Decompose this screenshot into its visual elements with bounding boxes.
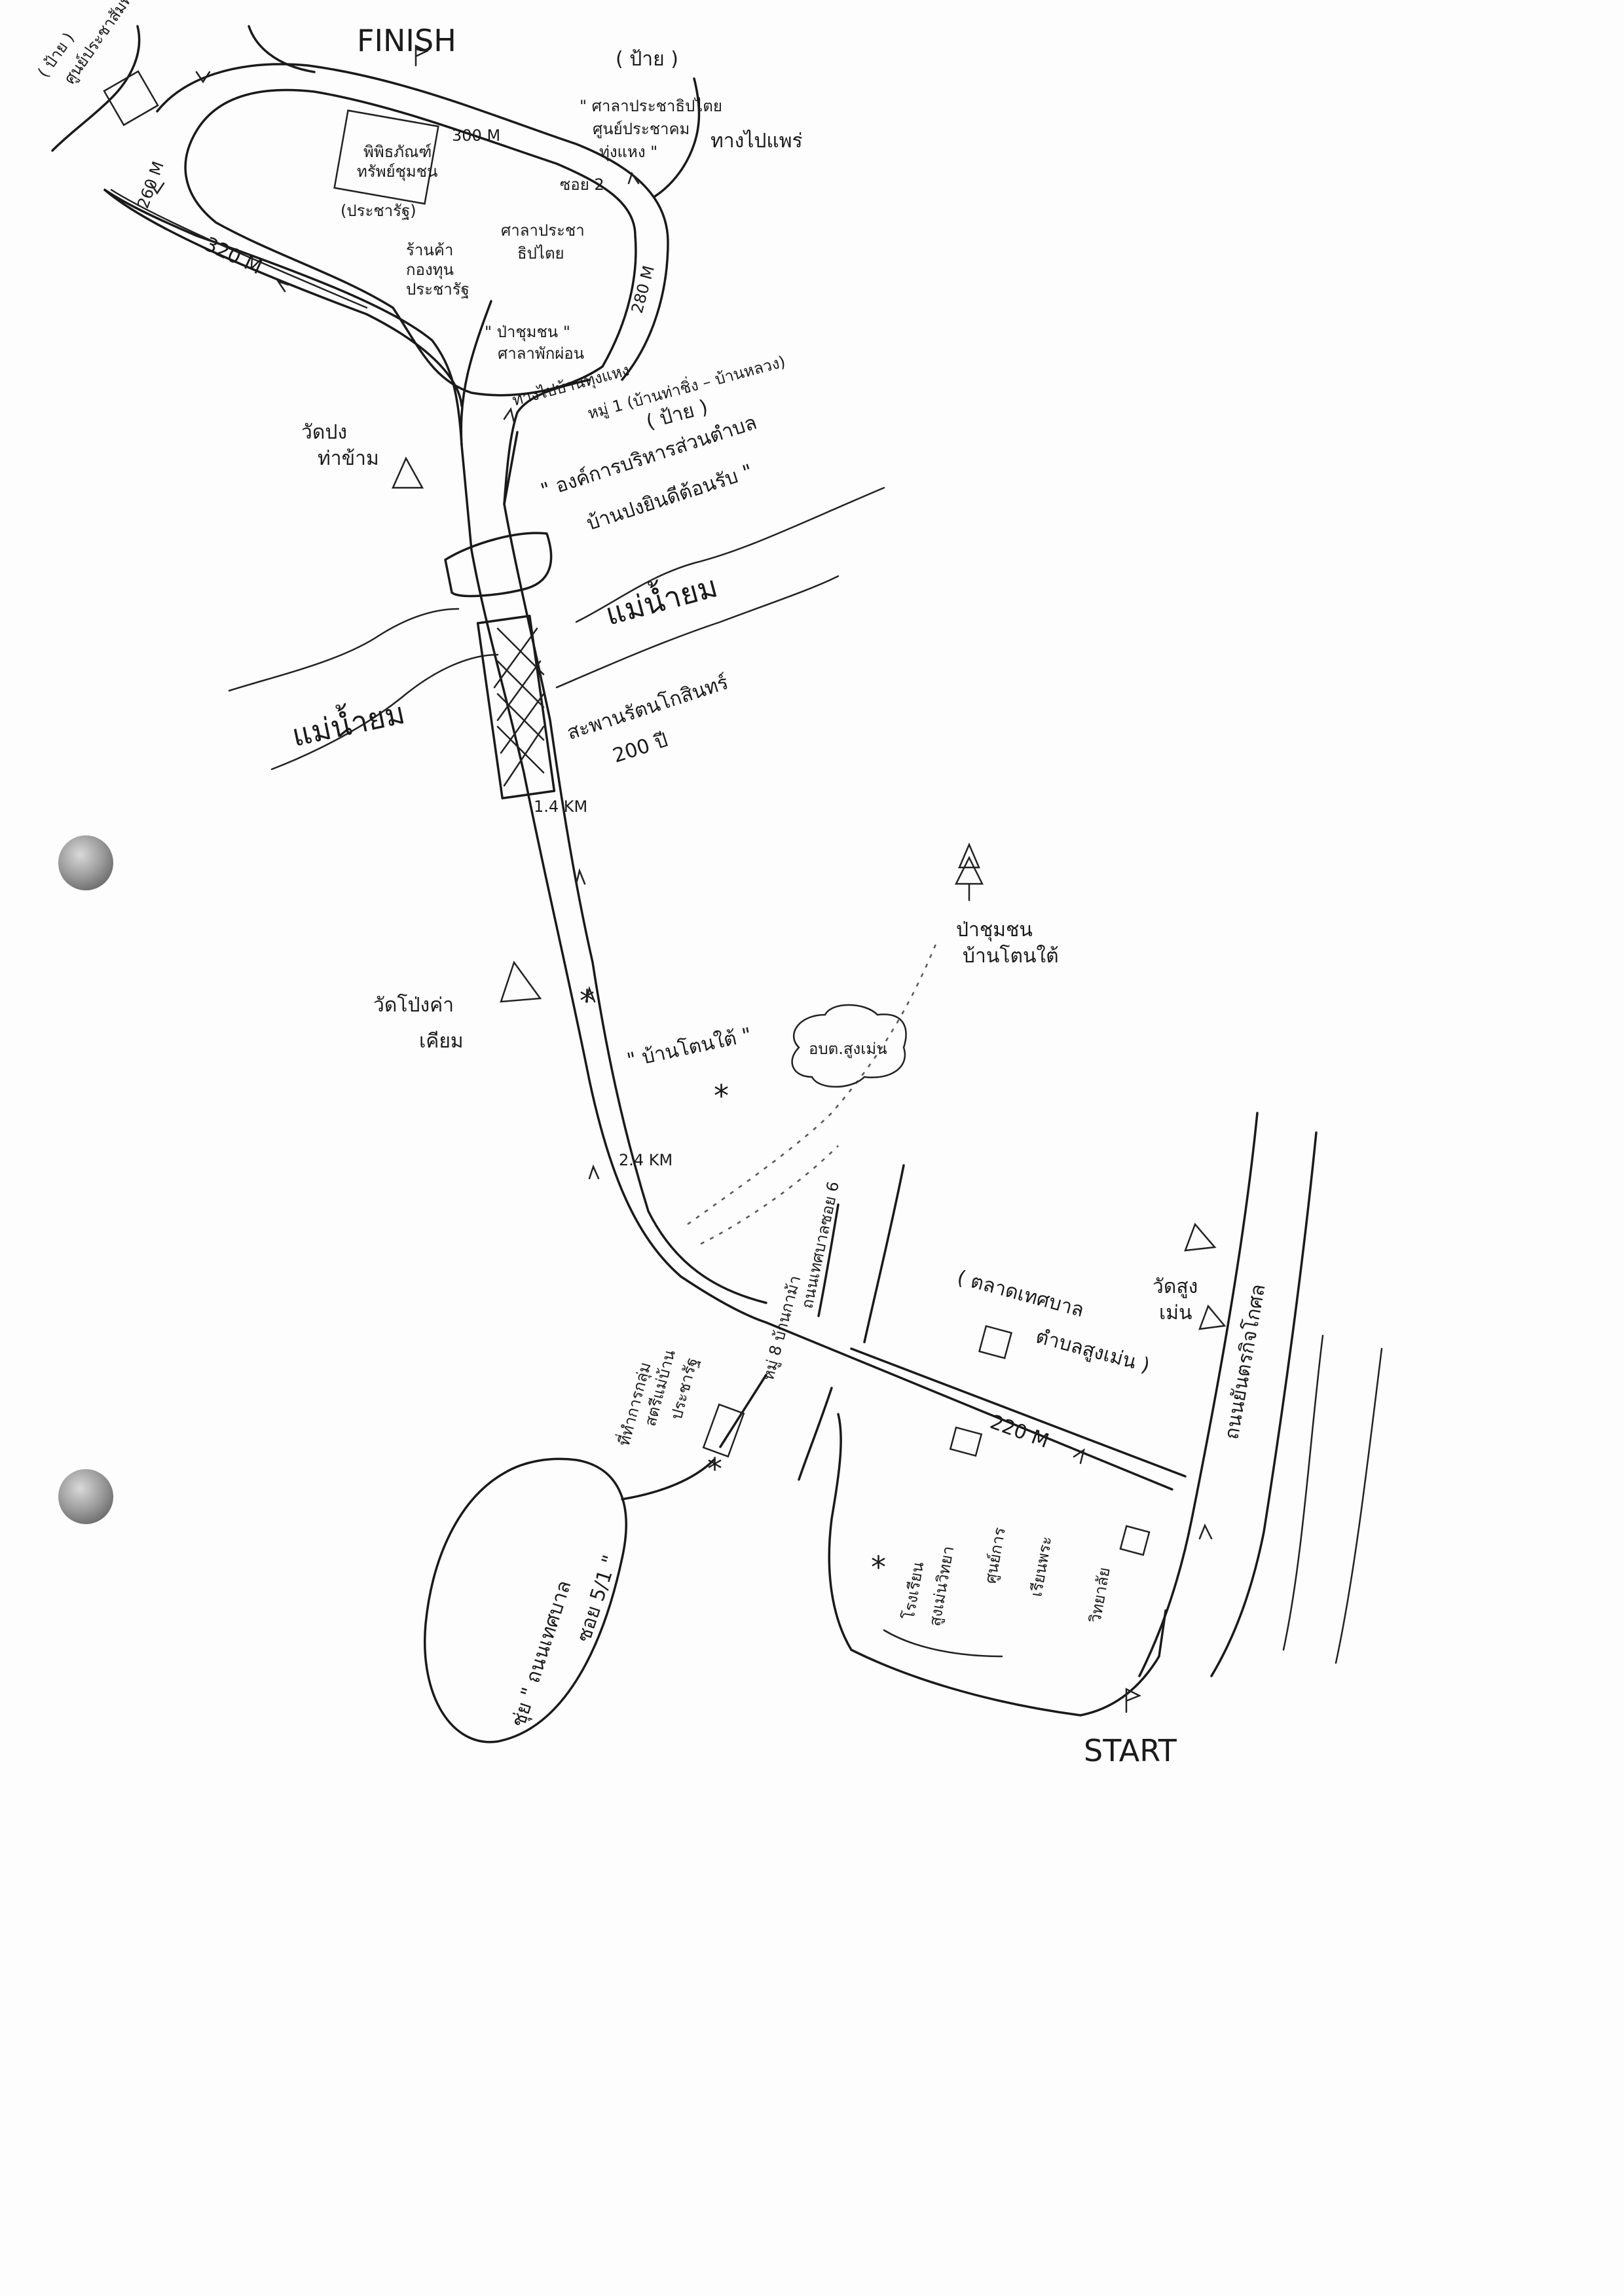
pond-shape — [791, 1004, 907, 1088]
museum-label-3: (ประชารัฐ) — [341, 202, 416, 220]
binder-hole-bottom — [58, 1469, 113, 1524]
distance-1-4km: 1.4 KM — [534, 797, 587, 816]
distance-320m: 320 M — [201, 233, 266, 280]
rest-area-label: ศาลาพักผ่อน — [498, 344, 584, 363]
school-label-5: วิทยาลัย — [1086, 1566, 1114, 1625]
alley-label: ซอย 2 — [560, 175, 604, 194]
distance-300m: 300 M — [452, 126, 500, 145]
temple-triangle-icon — [1184, 1222, 1217, 1252]
sala-label-1: ศาลาประชา — [501, 221, 585, 240]
museum-label-1: พิพิธภัณฑ์ — [363, 143, 432, 161]
temple-triangle-icon — [1198, 1304, 1227, 1330]
shop-label-3: ประชารัฐ — [406, 280, 470, 299]
wat-sungmen-label-1: วัดสูง — [1153, 1275, 1198, 1298]
binder-hole-top — [58, 835, 113, 890]
start-label: START — [1084, 1733, 1177, 1768]
route-arrows — [149, 71, 1213, 1540]
river-and-bridge — [228, 486, 885, 800]
school-label-3: ศูนย์การ — [981, 1526, 1010, 1585]
temple-triangle-icon — [392, 456, 424, 489]
shop-label-1: ร้านค้า — [406, 241, 453, 259]
community-forest-label: " ป่าชุมชน " — [485, 323, 570, 342]
forest-label-2: บ้านโตนใต้ — [963, 944, 1059, 968]
building-square-icon — [949, 1426, 983, 1457]
market-label-2: ตำบลสูงเม่น ) — [1033, 1325, 1152, 1377]
center-right-label: ทางไปแพร่ — [710, 129, 803, 153]
sign-label-sala: ( ป้าย ) — [616, 48, 678, 71]
soi-area-label-2: ซอย 5/1 " — [572, 1552, 622, 1645]
finish-label: FINISH — [357, 23, 456, 58]
pond-label: อบต.สูงเม่น — [809, 1040, 887, 1059]
wat-pong-label-2: ท่าข้าม — [318, 447, 379, 470]
info-center-building — [103, 70, 159, 126]
market-label-1: ( ตลาดเทศบาล — [955, 1266, 1086, 1322]
south-road-network — [424, 1112, 1383, 1743]
museum-label-2: ทรัพย์ชุมชน — [357, 162, 437, 181]
school-label-4: เรียนพระ — [1027, 1535, 1056, 1598]
wat-label-2: เคียม — [419, 1030, 464, 1053]
village-south-label: " บ้านโตนใต้ " — [625, 1023, 754, 1072]
forest-label-1: ป่าชุมชน — [956, 919, 1033, 942]
sala-label-2: ธิปไตย — [517, 244, 564, 263]
school-label-1: โรงเรียน — [899, 1560, 927, 1621]
shop-label-2: กองทุน — [406, 261, 454, 280]
center-sign-line-2: ศูนย์ประชาคม — [593, 120, 690, 139]
school-label-2: สูงเม่นวิทยา — [925, 1544, 958, 1628]
wat-label-1: วัดโป่งค่า — [373, 993, 454, 1017]
center-sign-line-3: ทุ่งแหง " — [599, 143, 657, 162]
soi-area-label-1: ชุ่ย " ถนนเทศบาล — [507, 1578, 576, 1730]
building-square-icon — [1119, 1525, 1151, 1556]
star-marker-icon: * — [707, 1451, 722, 1487]
museum-building — [333, 109, 439, 205]
bridge-label-years: 200 ปี — [610, 729, 671, 768]
center-sign-line-1: " ศาลาประชาธิปไตย — [580, 97, 722, 115]
distance-220m: 220 M — [987, 1411, 1052, 1453]
wat-pong-label: วัดปง — [301, 421, 347, 444]
village-loop-road — [51, 25, 701, 397]
start-flag-icon — [1125, 1687, 1142, 1713]
temple-triangle-icon — [500, 960, 542, 1003]
finish-flag-icon — [415, 45, 429, 67]
star-marker-icon: * — [871, 1550, 886, 1585]
moo-label: หมู่ 8 บ้านกาม้า — [759, 1273, 805, 1382]
star-marker-icon: * — [714, 1078, 729, 1114]
main-road-label: ถนนยันตรกิจโกศล — [1219, 1282, 1270, 1441]
tree-icon — [954, 842, 984, 902]
wat-sungmen-label-2: เม่น — [1159, 1302, 1192, 1324]
road-alley-label: ถนนเทศบาลซอย 6 — [798, 1180, 842, 1310]
river-label-west: แม่น้ำยม — [288, 691, 408, 754]
distance-2-4km: 2.4 KM — [619, 1151, 673, 1169]
building-square-icon — [978, 1324, 1013, 1360]
